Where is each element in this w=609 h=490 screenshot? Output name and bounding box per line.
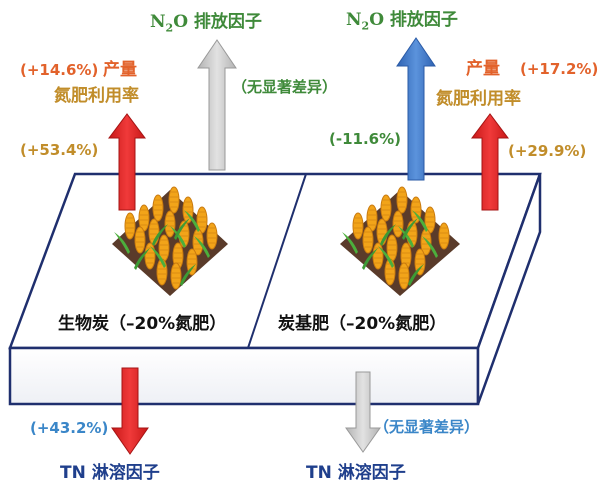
left-n2o-arrow	[197, 39, 237, 171]
left-nue-change: (+53.4%)	[20, 141, 99, 159]
right-tn-label: TN 淋溶因子	[306, 463, 406, 483]
left-tn-label: TN 淋溶因子	[60, 463, 160, 483]
right-tn-arrow	[345, 371, 381, 453]
block-side-face	[476, 173, 542, 405]
left-tn-change: (+43.2%)	[30, 419, 109, 437]
right-tn-change: （无显著差异）	[374, 418, 480, 436]
block-front-face	[8, 346, 480, 406]
right-yield-label: 产量	[466, 59, 500, 79]
right-yield-change: (+17.2%)	[520, 60, 599, 78]
right-nue-arrow	[471, 113, 509, 211]
right-n2o-change: (-11.6%)	[329, 130, 401, 148]
right-n2o-label: N2O 排放因子	[346, 10, 458, 33]
left-nue-arrow	[108, 113, 146, 211]
left-nue-label: 氮肥利用率	[54, 86, 139, 106]
right-panel-title: 炭基肥（–20%氮肥）	[278, 314, 447, 334]
crop-cluster-left	[112, 186, 228, 296]
panel-divider	[247, 173, 307, 349]
left-panel-title: 生物炭（–20%氮肥）	[58, 314, 227, 334]
left-n2o-change: （无显著差异）	[232, 78, 338, 96]
crop-cluster-right	[340, 186, 460, 296]
right-nue-change: (+29.9%)	[508, 142, 587, 160]
left-n2o-label: N2O 排放因子	[150, 12, 262, 35]
left-yield-label: 产量	[103, 60, 137, 80]
right-n2o-arrow	[396, 37, 436, 181]
right-nue-label: 氮肥利用率	[436, 89, 521, 109]
left-tn-arrow	[111, 367, 149, 455]
left-yield-change: (+14.6%)	[20, 61, 99, 79]
